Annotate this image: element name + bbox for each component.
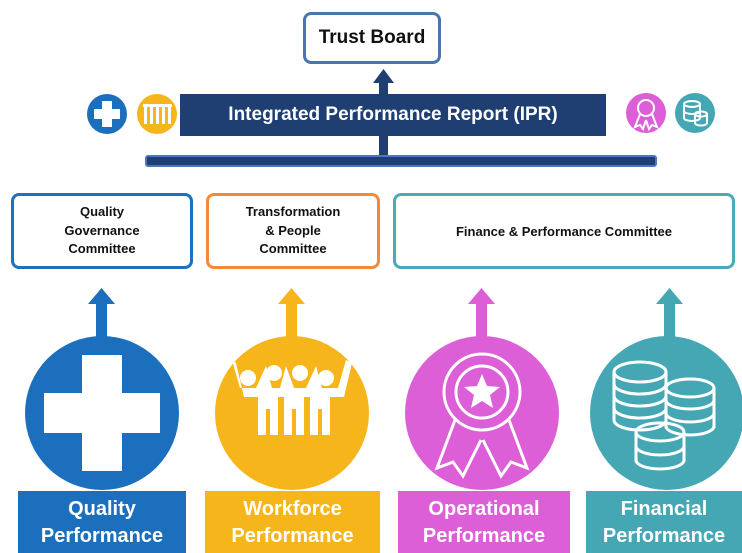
area-label-line: Workforce <box>243 498 342 520</box>
committee-label-line: Governance <box>64 222 140 238</box>
area-label-line: Performance <box>40 525 164 547</box>
committee-label-line: Quality <box>79 203 125 219</box>
area-label-line: Quality <box>68 498 136 520</box>
committee-label-line: Committee <box>259 241 327 257</box>
small-coin-stack-icon <box>675 93 715 133</box>
arrow-workforce <box>278 288 305 348</box>
transformation-people-committee-box: Transformation & People Committee <box>206 193 380 269</box>
area-label-line: Operational <box>428 498 540 520</box>
trust-board-label: Trust Board <box>318 27 426 48</box>
area-label-line: Performance <box>231 525 354 547</box>
committee-label: Finance & Performance Committee <box>455 223 672 239</box>
arrow-quality <box>88 288 115 348</box>
operational-performance-label: Operational Performance <box>398 491 570 553</box>
committee-label-line: Committee <box>68 241 136 257</box>
finance-performance-committee-box: Finance & Performance Committee <box>393 193 735 269</box>
committee-label-line: & People <box>265 222 321 238</box>
financial-performance-label: Financial Performance <box>586 491 742 553</box>
ipr-label: Integrated Performance Report (IPR) <box>228 104 558 125</box>
ipr-base-bar <box>145 155 657 167</box>
area-label-line: Financial <box>620 498 708 520</box>
committee-label-line: Transformation <box>245 203 341 219</box>
area-label-line: Performance <box>422 525 546 547</box>
quality-performance-label: Quality Performance <box>18 491 186 553</box>
arrow-financial <box>656 288 683 348</box>
area-label-line: Performance <box>602 525 726 547</box>
medical-cross-icon <box>25 336 179 490</box>
trust-board-box: Trust Board <box>303 12 441 64</box>
people-group-icon <box>215 336 369 490</box>
ipr-bar: Integrated Performance Report (IPR) <box>180 94 606 136</box>
small-award-rosette-icon <box>626 93 666 133</box>
quality-governance-committee-box: Quality Governance Committee <box>11 193 193 269</box>
award-rosette-icon <box>405 336 559 490</box>
small-people-group-icon <box>137 94 177 134</box>
arrow-operational <box>468 288 495 348</box>
small-medical-cross-icon <box>87 94 127 134</box>
workforce-performance-label: Workforce Performance <box>205 491 380 553</box>
coin-stack-icon <box>590 336 742 490</box>
